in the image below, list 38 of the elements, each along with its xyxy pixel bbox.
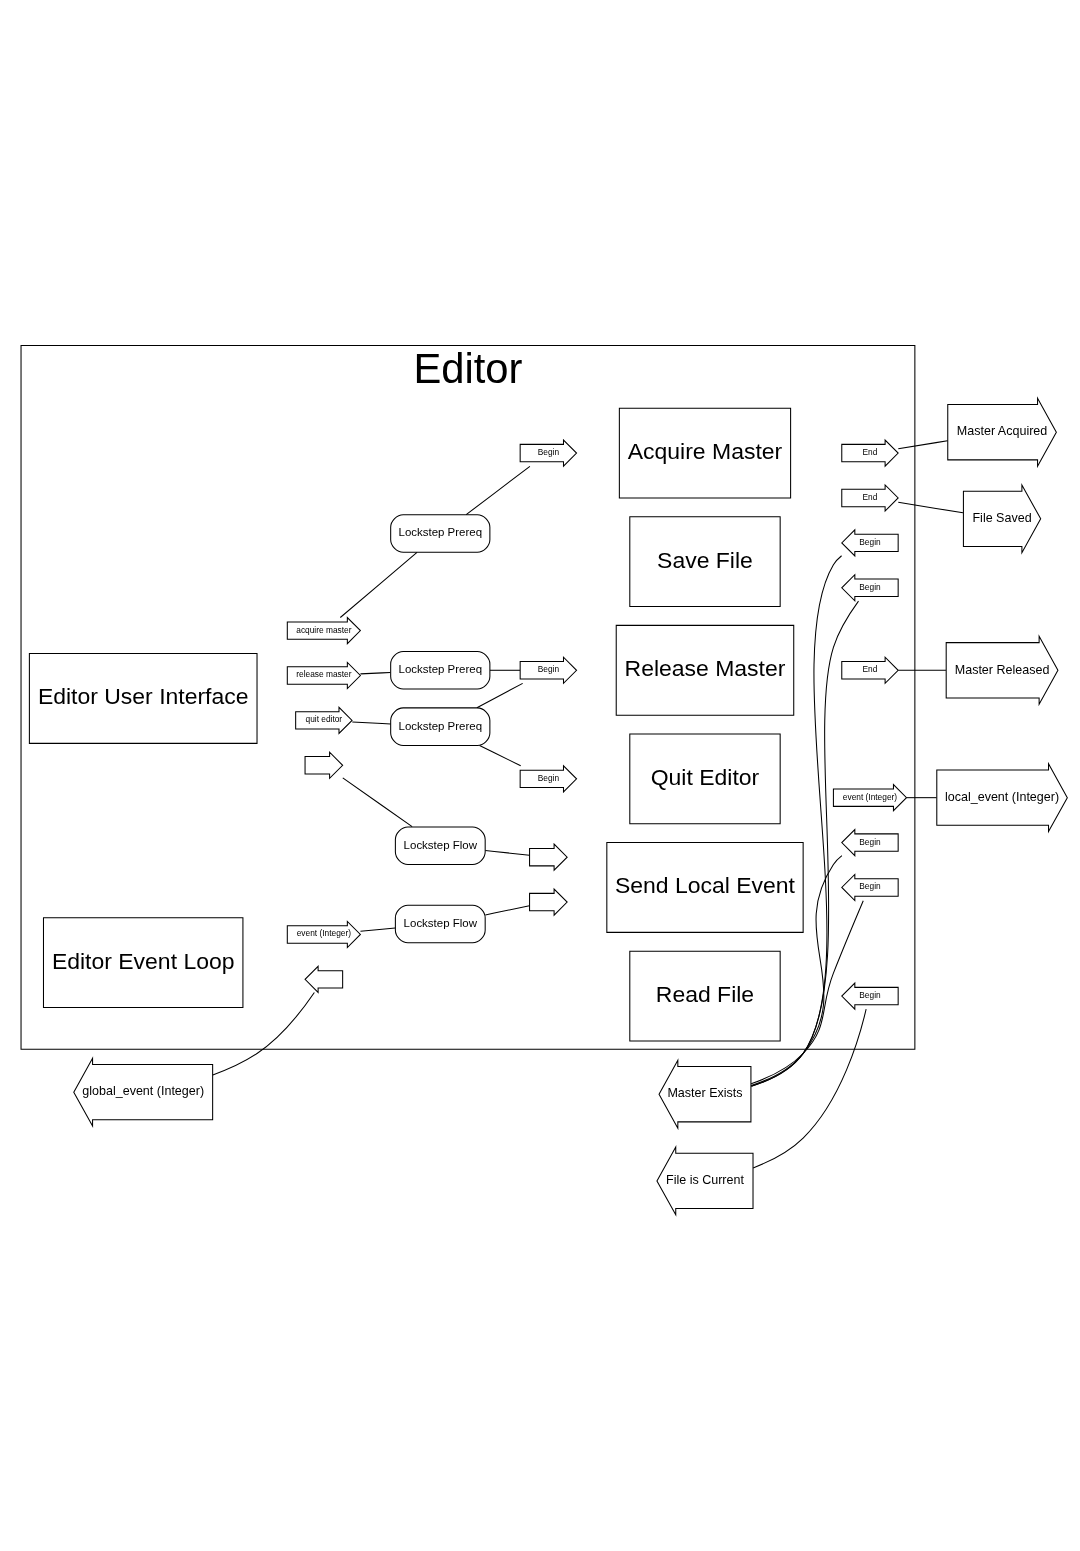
connector	[479, 744, 522, 766]
connector	[465, 465, 531, 515]
node-box: Send Local Event	[606, 841, 804, 933]
connector	[359, 671, 391, 674]
connector	[484, 849, 530, 856]
connector	[351, 720, 392, 724]
connector	[750, 554, 843, 1087]
node-arrow	[529, 887, 568, 916]
connector	[897, 501, 964, 513]
connector	[476, 682, 524, 708]
connector	[212, 991, 315, 1075]
node-box: Save File	[629, 515, 781, 607]
connector	[342, 776, 413, 827]
connector	[339, 551, 418, 618]
node-arrow	[304, 750, 344, 780]
connector	[489, 669, 521, 671]
connector	[897, 669, 947, 671]
node-box: Lockstep Prereq	[390, 706, 491, 746]
connector	[750, 600, 859, 1087]
connector	[750, 854, 843, 1086]
connector	[897, 439, 949, 449]
node-box: Release Master	[615, 624, 795, 716]
node-box: Lockstep Flow	[394, 825, 486, 865]
connector	[750, 899, 864, 1084]
node-box: Read File	[629, 950, 781, 1041]
node-box: Lockstep Prereq	[390, 513, 491, 553]
node-box: Editor Event Loop	[42, 916, 244, 1008]
connector	[752, 1008, 867, 1168]
connector	[359, 927, 396, 932]
connector	[906, 796, 938, 798]
node-box: Acquire Master	[618, 407, 792, 498]
connector	[484, 904, 530, 915]
node-arrow	[529, 842, 568, 871]
node-box: Editor User Interface	[28, 652, 258, 744]
node-box: Lockstep Prereq	[390, 650, 491, 690]
node-box: Quit Editor	[629, 732, 781, 824]
node-arrow	[304, 964, 344, 994]
node-box: Lockstep Flow	[394, 904, 486, 943]
